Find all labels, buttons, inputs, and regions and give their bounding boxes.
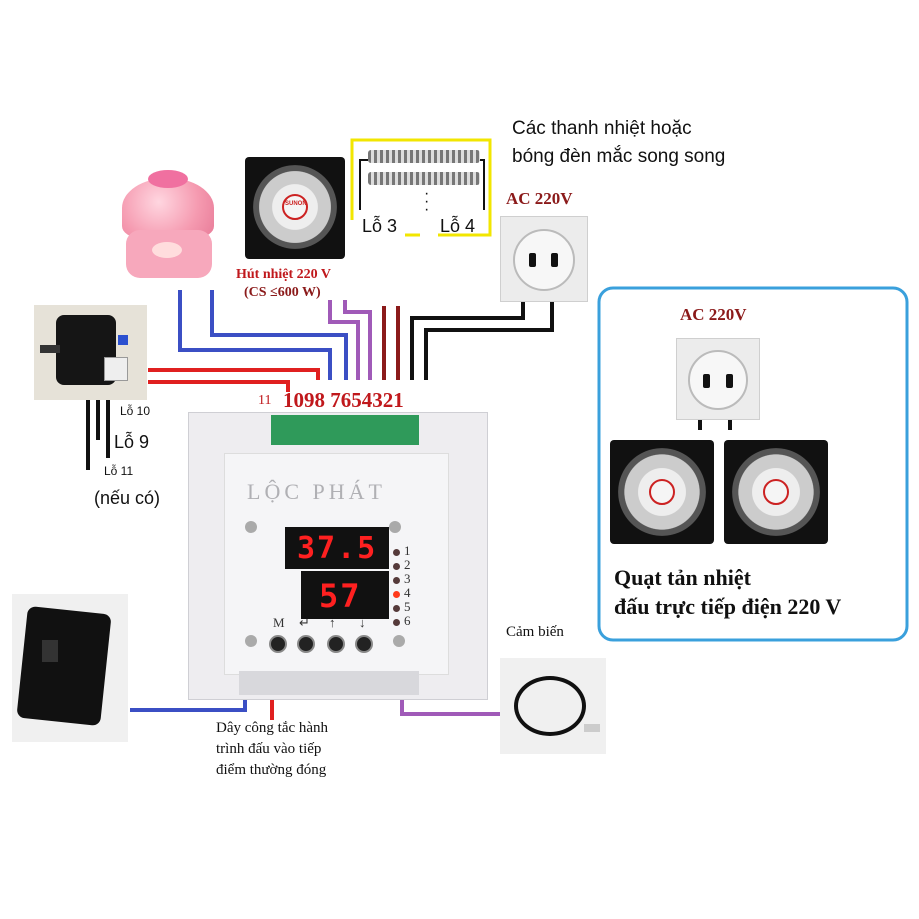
led-label-5: 5 bbox=[404, 599, 411, 614]
exhaust-fan-label-line1: Hút nhiệt 220 V bbox=[236, 267, 332, 282]
display-bottom-value: 57 bbox=[319, 577, 362, 615]
wire-ac-2 bbox=[424, 280, 554, 380]
cooling-box-frame bbox=[597, 286, 909, 642]
display-top-value: 37.5 bbox=[297, 531, 378, 566]
led-6 bbox=[393, 619, 400, 626]
heater-note-line1: Các thanh nhiệt hoặc bbox=[512, 118, 692, 139]
terminal-block-top bbox=[271, 415, 419, 445]
display-top: 37.5 bbox=[285, 527, 389, 569]
exhaust-fan-brand: SUNON bbox=[285, 201, 307, 207]
terminal-block-bottom bbox=[239, 671, 419, 695]
humidifier-image bbox=[118, 170, 218, 282]
screw-bottom-left bbox=[245, 635, 257, 647]
cooling-fan-right bbox=[724, 440, 828, 544]
wire-blue-2 bbox=[210, 290, 348, 380]
heater-dots: ··· bbox=[424, 185, 430, 218]
cooling-ac-socket bbox=[676, 338, 760, 420]
ac-top-socket bbox=[500, 216, 588, 302]
button-m[interactable] bbox=[269, 635, 287, 653]
exhaust-fan-label-line2: (CS ≤600 W) bbox=[244, 285, 321, 300]
cooling-ac-label: AC 220V bbox=[680, 305, 747, 324]
screw-top-right bbox=[389, 521, 401, 533]
limit-line1: Dây công tắc hành bbox=[216, 720, 329, 736]
motor-hole10: Lỗ 10 bbox=[120, 404, 151, 418]
heater-bar-2 bbox=[368, 172, 480, 185]
terminal-numbers: 1098 7654321 bbox=[283, 388, 404, 412]
exhaust-fan-image: SUNON bbox=[245, 157, 345, 259]
limit-line2: trình đấu vào tiếp bbox=[216, 741, 322, 757]
wire-red-2 bbox=[148, 380, 290, 392]
wire-purple-1 bbox=[328, 300, 360, 380]
led-label-1: 1 bbox=[404, 543, 411, 558]
heater-frame bbox=[350, 138, 492, 237]
ac-top-label: AC 220V bbox=[506, 189, 573, 208]
led-5 bbox=[393, 605, 400, 612]
led-label-6: 6 bbox=[404, 613, 411, 628]
led-1 bbox=[393, 549, 400, 556]
button-up[interactable] bbox=[327, 635, 345, 653]
screw-top-left bbox=[245, 521, 257, 533]
sensor-image bbox=[500, 658, 606, 754]
led-label-3: 3 bbox=[404, 571, 411, 586]
screw-bottom-right bbox=[393, 635, 405, 647]
limit-line3: điểm thường đóng bbox=[216, 762, 327, 778]
sensor-label: Cảm biến bbox=[506, 624, 564, 640]
cooling-caption-line2: đấu trực tiếp điện 220 V bbox=[614, 594, 842, 619]
heater-hole3-label: Lỗ 3 bbox=[362, 216, 398, 236]
button-down[interactable] bbox=[355, 635, 373, 653]
heater-hole4-label: Lỗ 4 bbox=[440, 216, 476, 236]
display-bottom: 57 bbox=[301, 571, 389, 619]
motor-hole9: Lỗ 9 bbox=[114, 432, 150, 452]
wire-blue-1 bbox=[178, 290, 332, 380]
cooling-fan-left bbox=[610, 440, 714, 544]
heater-bracket-left bbox=[359, 159, 368, 210]
wire-red-1 bbox=[148, 368, 320, 380]
motor-optional: (nếu có) bbox=[94, 488, 161, 508]
button-label-enter: ↵ bbox=[299, 615, 310, 630]
terminal-11: 11 bbox=[258, 393, 272, 408]
controller-box: LỘC PHÁT 37.5 57 1 2 3 4 5 6 M ↵ ↑ ↓ bbox=[188, 412, 488, 700]
led-4 bbox=[393, 591, 400, 598]
button-label-m: M bbox=[273, 615, 285, 630]
button-label-down: ↓ bbox=[359, 615, 366, 630]
wire-purple-2 bbox=[343, 300, 372, 380]
controller-brand: LỘC PHÁT bbox=[247, 479, 386, 504]
led-label-4: 4 bbox=[404, 585, 411, 600]
led-2 bbox=[393, 563, 400, 570]
motor-hole11: Lỗ 11 bbox=[104, 464, 134, 478]
heater-note-line2: bóng đèn mắc song song bbox=[512, 146, 726, 167]
led-3 bbox=[393, 577, 400, 584]
heater-bar-1 bbox=[368, 150, 480, 163]
power-adapter-image bbox=[12, 594, 128, 742]
motor-image bbox=[34, 305, 147, 400]
button-label-up: ↑ bbox=[329, 615, 336, 630]
heater-bracket-right bbox=[478, 159, 485, 210]
led-label-2: 2 bbox=[404, 557, 411, 572]
cooling-caption-line1: Quạt tản nhiệt bbox=[614, 565, 751, 590]
button-enter[interactable] bbox=[297, 635, 315, 653]
wire-sensor bbox=[400, 700, 500, 716]
